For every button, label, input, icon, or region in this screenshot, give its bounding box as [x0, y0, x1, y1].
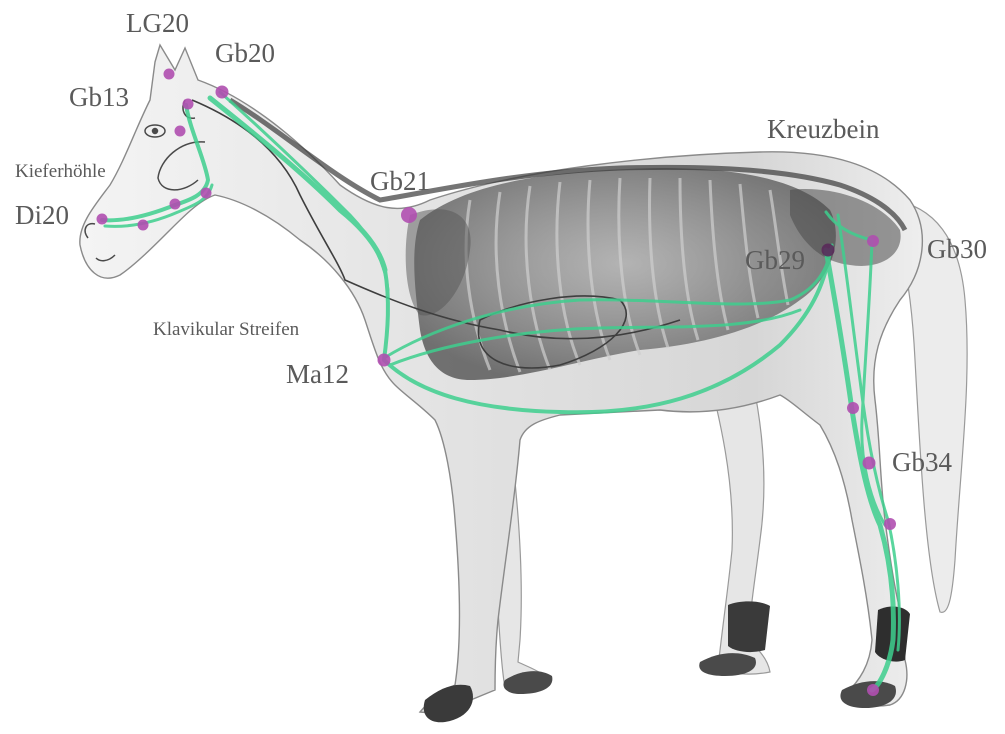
point-kieferhoehle	[201, 188, 212, 199]
label-klavikular-streifen: Klavikular Streifen	[153, 320, 299, 339]
point-leg-1	[847, 402, 859, 414]
point-leg-3	[884, 518, 896, 530]
point-lg20	[164, 69, 175, 80]
point-gb21	[401, 207, 417, 223]
label-gb13: Gb13	[69, 84, 129, 111]
label-gb20: Gb20	[215, 40, 275, 67]
label-kreuzbein: Kreuzbein	[767, 116, 879, 143]
point-face-2	[170, 199, 181, 210]
point-head-3	[175, 126, 186, 137]
label-di20: Di20	[15, 202, 69, 229]
point-ma12	[378, 354, 391, 367]
label-lg20: LG20	[126, 10, 189, 37]
point-gb34	[863, 457, 876, 470]
point-face-3	[138, 220, 149, 231]
coronet-band-fore	[728, 601, 770, 652]
point-hoof	[867, 684, 879, 696]
label-ma12: Ma12	[286, 361, 349, 388]
label-gb30: Gb30	[927, 236, 987, 263]
label-gb29: Gb29	[745, 247, 805, 274]
point-gb20	[216, 86, 229, 99]
point-di20	[97, 214, 108, 225]
point-gb13	[183, 99, 194, 110]
label-gb21: Gb21	[370, 168, 430, 195]
label-gb34: Gb34	[892, 449, 952, 476]
label-kieferhoehle: Kieferhöhle	[15, 162, 106, 181]
point-gb29	[822, 244, 835, 257]
point-gb30	[867, 235, 879, 247]
hoof-near-fore	[424, 685, 473, 723]
